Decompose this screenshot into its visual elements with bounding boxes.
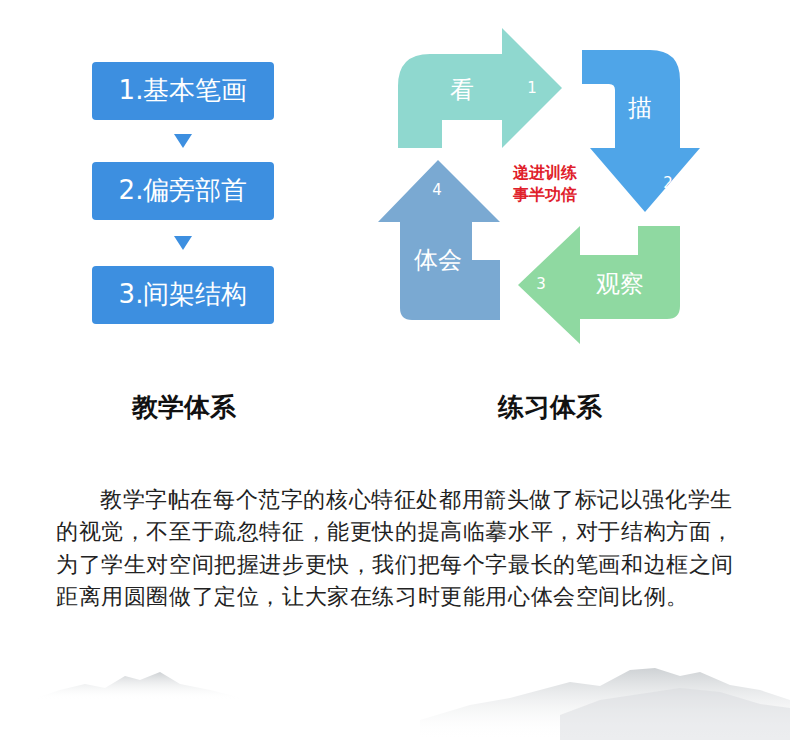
mountain-right-far [560, 688, 790, 740]
section-title: 教学体系 [132, 390, 236, 425]
step-number: 1 [527, 79, 537, 97]
step-number: 3 [536, 275, 546, 293]
center-slogan: 递进训练 事半功倍 [509, 162, 581, 207]
node-label: 1.基本笔画 [119, 75, 248, 106]
arrow-shape [398, 28, 562, 148]
arrow-head [174, 236, 192, 250]
node-label: 2.偏旁部首 [119, 175, 248, 206]
step-number: 4 [432, 181, 442, 199]
node-label: 3.间架结构 [119, 279, 248, 310]
step-number: 2 [663, 174, 673, 192]
node-label: 看 [450, 76, 474, 105]
cycle-arrow: 描2 [582, 50, 700, 212]
arrow-shape [582, 50, 700, 212]
arrow-head [174, 134, 192, 148]
mountain-right [420, 668, 790, 740]
arrow-outline [398, 28, 562, 148]
description-paragraph: 教学字帖在每个范字的核心特征处都用箭头做了标记以强化学生的视觉，不至于疏忽特征，… [56, 484, 740, 613]
process-box: 2.偏旁部首 [92, 162, 274, 220]
cycle-arrow: 观察 3 [518, 222, 680, 344]
arrow-outline [378, 160, 500, 320]
cycle-arrow: 体会 4 [378, 160, 500, 320]
arrow-outline [582, 50, 700, 212]
node-label: 描 [628, 94, 652, 123]
down-arrow [174, 220, 192, 266]
node-label: 观察 [596, 270, 644, 299]
node-label: 体会 [414, 246, 462, 275]
mountain-left [30, 672, 250, 700]
down-arrow [174, 120, 192, 162]
cycle-arrow: 看1 [398, 28, 562, 148]
arrow-outline [518, 226, 680, 344]
process-box: 1.基本笔画 [92, 62, 274, 120]
process-box: 3.间架结构 [92, 266, 274, 324]
section-title: 练习体系 [498, 390, 602, 425]
